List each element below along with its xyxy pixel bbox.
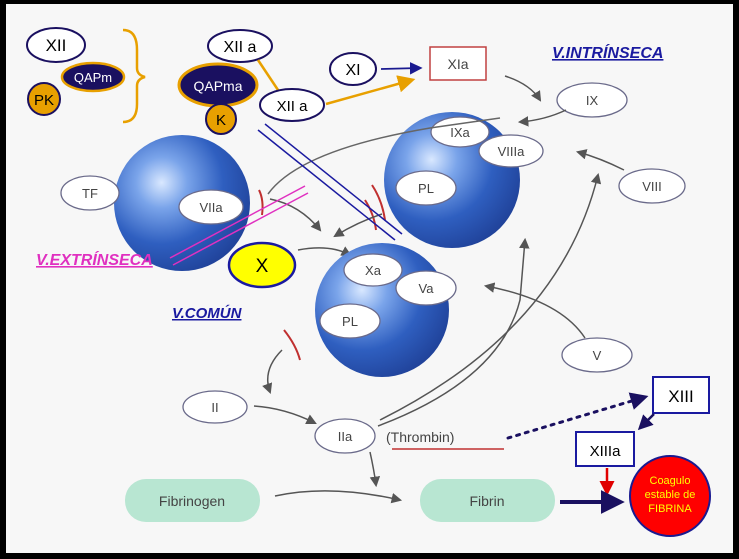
intrinsic-pathway-group: V.INTRÍNSECA XI XIa IX IXa VIIIa PL VIII (329, 43, 686, 248)
extrinsic-pathway-group: TF VIIa V.EXTRÍNSECA (36, 135, 264, 271)
factor-viiia-node (478, 134, 544, 168)
qapm-label: QAPm (74, 70, 112, 85)
intrinsic-title: V.INTRÍNSECA (552, 43, 663, 62)
pk-node (27, 82, 61, 116)
factor-iia-label: IIa (338, 429, 353, 444)
factor-xia-label: XIa (447, 56, 468, 72)
factor-v-node (561, 337, 633, 373)
common-pl-label: PL (342, 314, 358, 329)
contact-phase-group: XII QAPm PK XII a QAPma K XII a (26, 27, 416, 135)
factor-xia-box (429, 46, 487, 81)
factor-xa-node (343, 253, 403, 287)
intrinsic-pl-label: PL (418, 181, 434, 196)
factor-ix-label: IX (586, 93, 599, 108)
factor-ii-node (182, 390, 248, 424)
xiia-to-xia-arrow (325, 75, 416, 106)
stable-clot-node (629, 455, 711, 537)
factor-iia-node (314, 418, 376, 454)
xiii-to-xiiia-arrow (637, 413, 655, 431)
factor-va-label: Va (419, 281, 435, 296)
factor-x-node (227, 241, 297, 289)
qapm-node (60, 61, 126, 93)
tissue-factor-label: TF (82, 186, 98, 201)
factor-xiia-small-label: XII a (277, 98, 309, 115)
factor-xiii-box (652, 376, 710, 414)
magenta-line-1 (169, 185, 306, 259)
factor-v-label: V (593, 348, 602, 363)
contact-brace (122, 28, 146, 124)
blue-line-1 (257, 129, 396, 241)
fibrinogen-label: Fibrinogen (159, 493, 225, 509)
ii-to-iia-arrow (253, 405, 317, 424)
viii-to-viiia-arrow (575, 149, 625, 171)
thrombin-feedback-viii-arrow (379, 172, 602, 421)
factor-xiiia-label: XIIIa (590, 443, 622, 460)
factor-xiii-label: XIII (668, 387, 694, 406)
factor-xiia-small-node (259, 88, 325, 122)
factor-viii-node (618, 168, 686, 204)
factor-ii-label: II (211, 400, 218, 415)
extrinsic-membrane-mark (258, 189, 264, 216)
thrombin-label: (Thrombin) (386, 429, 454, 445)
clot-line2: estable de (645, 489, 696, 501)
v-to-va-arrow (483, 282, 586, 339)
factor-ixa-label: IXa (450, 125, 470, 140)
factor-x-label: X (256, 256, 269, 277)
thrombin-feedback-v-arrow (377, 237, 530, 427)
stabilization-group: XIII XIIIa Coagulo estable de FIBRINA (506, 376, 711, 537)
qapma-label: QAPma (193, 78, 242, 94)
factor-viia-label: VIIa (199, 200, 223, 215)
thrombin-to-xiii-dotted-arrow (506, 392, 649, 440)
fibrinogen-pill (125, 479, 260, 522)
factor-va-node (395, 270, 457, 306)
k-label: K (216, 112, 226, 129)
xia-to-ix-arrow (504, 75, 542, 102)
fibrinogen-to-fibrin-arrow (274, 490, 403, 504)
clot-line1: Coagulo (650, 475, 691, 487)
factor-xa-label: Xa (365, 263, 382, 278)
clot-line3: FIBRINA (648, 503, 692, 515)
pathway-divider-lines (169, 123, 403, 266)
factor-xii-node (26, 27, 86, 63)
k-node (205, 103, 237, 135)
factor-xiia-node (207, 29, 273, 63)
common-title: V.COMÚN (172, 304, 243, 322)
fibrin-pill (420, 479, 555, 522)
factor-xiiia-box (575, 431, 635, 467)
iia-to-fibrin-arrow (369, 451, 381, 488)
blue-line-2 (264, 123, 403, 235)
factor-ix-node (556, 82, 628, 118)
factor-xi-label: XI (345, 62, 360, 79)
common-membrane-mark (283, 329, 301, 361)
factor-viiia-label: VIIIa (498, 144, 526, 159)
intrinsic-membrane-mark-2 (364, 199, 377, 231)
factor-viii-label: VIII (642, 179, 662, 194)
extrinsic-title: V.EXTRÍNSECA (36, 250, 153, 269)
fibrin-label: Fibrin (469, 493, 504, 509)
intrinsic-pl-node (395, 170, 457, 206)
xi-to-xia-arrow (380, 61, 423, 75)
factor-ixa-node (430, 116, 490, 148)
viia-to-ix-curve (267, 117, 501, 195)
factor-xii-label: XII (46, 36, 67, 55)
ix-to-ixa-arrow (517, 109, 567, 127)
common-pathway-group: X V.COMÚN Xa Va PL V II IIa (Thrombin) F… (125, 172, 633, 522)
magenta-line-2 (172, 192, 309, 266)
pl-to-ii-arrow (262, 349, 283, 394)
factor-xi-node (329, 52, 377, 86)
factor-viia-node (178, 189, 244, 225)
common-pl-node (319, 303, 381, 339)
viia-to-xa-arrow (269, 198, 322, 232)
pk-label: PK (34, 92, 54, 109)
xiia-connector (256, 59, 280, 91)
factor-xiia-label: XII a (224, 39, 257, 56)
intrinsic-membrane-mark (371, 184, 386, 221)
tissue-factor-node (60, 175, 120, 211)
